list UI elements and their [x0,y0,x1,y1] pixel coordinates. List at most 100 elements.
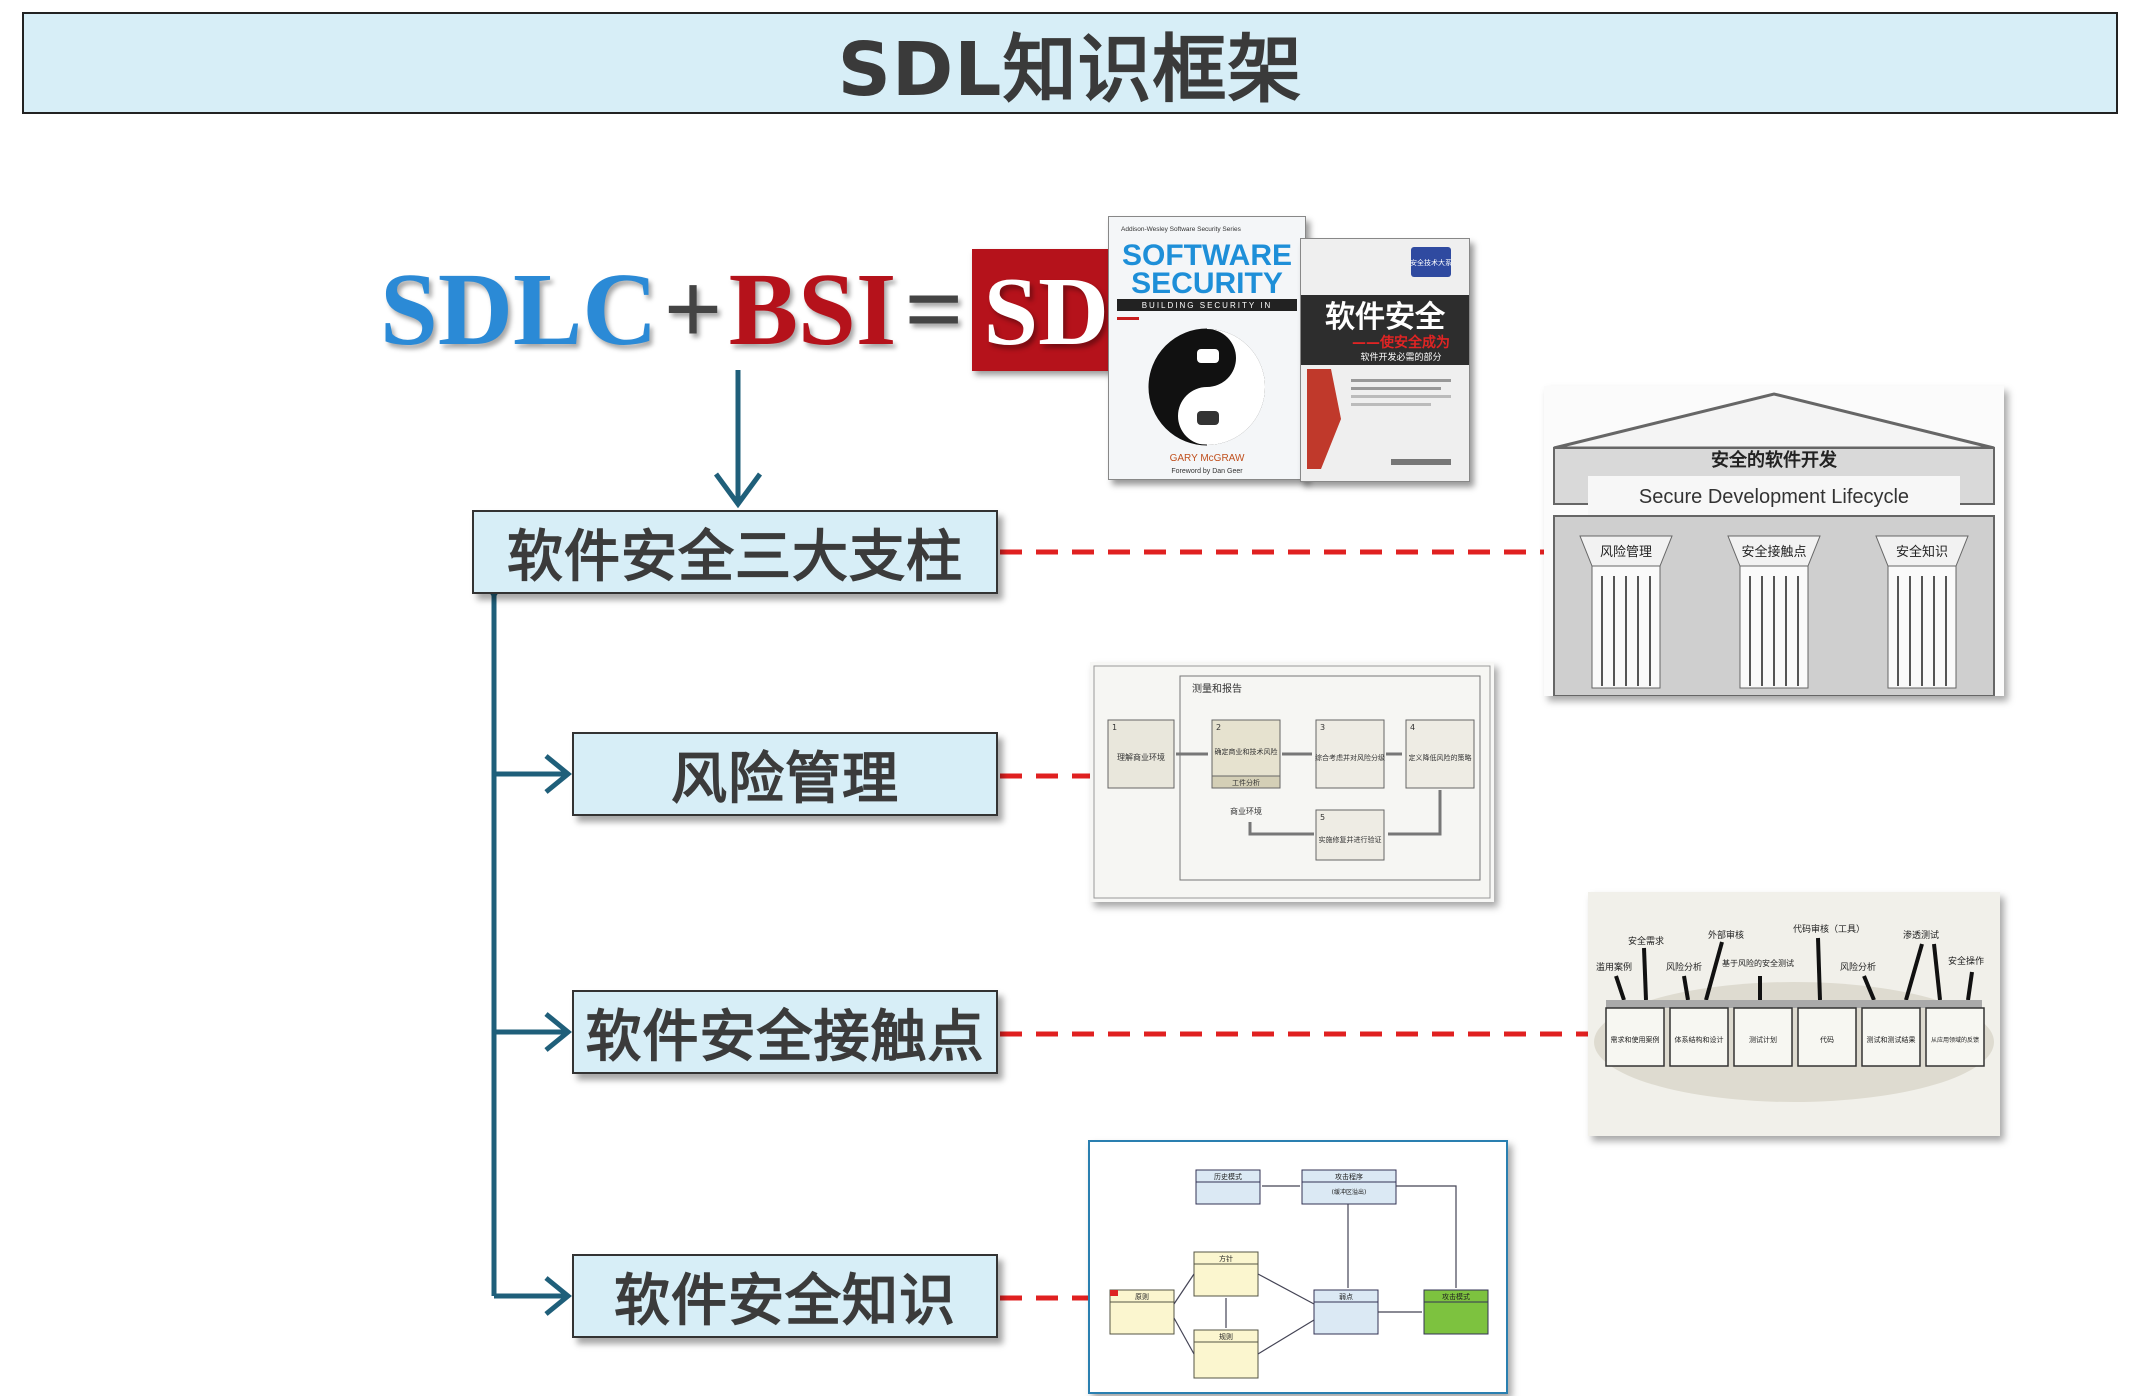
node-knowledge: 软件安全知识 [572,1254,998,1338]
know-box-principle: 原则 [1109,1289,1175,1335]
roof-title: 安全的软件开发 [1711,449,1838,471]
know-box-rule: 规则 [1193,1329,1259,1379]
risk-context-label: 商业环境 [1230,806,1262,816]
node-three-pillars: 软件安全三大支柱 [472,510,998,594]
know-box-attack-program: 攻击程序 (缓冲区溢出) [1301,1169,1397,1205]
branch-risk-head [544,754,572,794]
risk-step-3: 3 综合考虑并对风险分级 [1315,719,1385,789]
node-three-pillars-label: 软件安全三大支柱 [507,524,963,590]
svg-text:综合考虑并对风险分级: 综合考虑并对风险分级 [1315,753,1385,762]
svg-text:实施修复并进行验证: 实施修复并进行验证 [1319,835,1382,844]
pillar-label-2: 安全接触点 [1741,544,1806,560]
know-box-attack-pattern: 攻击模式 [1423,1289,1489,1335]
book-zh-badge: 安全技术大系 [1410,258,1452,267]
risk-step-1: 1 理解商业环境 [1107,719,1175,789]
pillar-col-1 [1579,535,1673,689]
roof-subtitle: Secure Development Lifecycle [1639,486,1909,508]
svg-text:方针: 方针 [1219,1254,1233,1263]
sdl-equation: SDLC + BSI = SDL [380,249,1187,371]
svg-text:(缓冲区溢出): (缓冲区溢出) [1332,1188,1367,1196]
book-en-title2: SECURITY [1131,267,1283,300]
svg-text:攻击模式: 攻击模式 [1442,1292,1470,1301]
book-en-foreword: Foreword by Dan Geer [1171,468,1243,475]
equation-bsi: BSI [728,252,897,367]
equation-sdlc: SDLC [380,252,658,367]
knowledge-art: 历史模式 攻击程序 (缓冲区溢出) 原则 方针 规则 弱点 [1109,1169,1489,1379]
node-touchpoints: 软件安全接触点 [572,990,998,1074]
pillars-illustration: 安全的软件开发 Secure Development Lifecycle 风险管… [1544,386,2004,697]
book-zh-subtitle2: 软件开发必需的部分 [1360,351,1441,363]
branch-know-head [544,1276,572,1316]
svg-text:基于风险的安全测试: 基于风险的安全测试 [1722,958,1794,968]
svg-text:风险分析: 风险分析 [1840,961,1876,973]
svg-text:5: 5 [1320,813,1325,822]
yin-yang-icon [1148,328,1265,446]
page-title: SDL知识框架 [837,26,1303,113]
risk-frame-label: 测量和报告 [1192,682,1242,695]
risk-step-2: 2 确定商业和技术风险 工件分析 [1211,719,1281,789]
pillar-label-3: 安全知识 [1896,544,1948,560]
touchpoints-illustration: 安全需求 外部审核 代码审核（工具） 渗透测试 滥用案例 风险分析 基于风险的安… [1588,892,2000,1136]
svg-text:需求和使用案例: 需求和使用案例 [1611,1035,1660,1044]
svg-text:历史模式: 历史模式 [1214,1172,1242,1181]
svg-text:代码: 代码 [1820,1035,1834,1044]
svg-text:安全操作: 安全操作 [1948,955,1984,967]
svg-text:规则: 规则 [1219,1332,1233,1341]
risk-art: 测量和报告 1 理解商业环境 2 确定商业和技术风险 工件分析 3 综合考虑并对… [1093,665,1491,899]
know-box-history: 历史模式 [1195,1169,1261,1205]
svg-text:代码审核（工具）: 代码审核（工具） [1793,923,1865,935]
svg-text:渗透测试: 渗透测试 [1903,929,1939,941]
book-en-author: GARY McGRAW [1170,453,1245,464]
pillars-art: 安全的软件开发 Secure Development Lifecycle 风险管… [1553,392,1995,697]
book-en-title1: SOFTWARE [1122,239,1292,272]
risk-step-5: 5 实施修复并进行验证 [1315,809,1385,861]
svg-text:4: 4 [1410,723,1415,732]
book-cover-zh-art: 安全技术大系 软件安全 ——使安全成为 软件开发必需的部分 [1301,239,1469,481]
svg-text:1: 1 [1112,723,1117,732]
svg-text:测试和测试结果: 测试和测试结果 [1867,1035,1916,1044]
node-risk-management: 风险管理 [572,732,998,816]
book-cover-en-art: Addison-Wesley Software Security Series … [1117,226,1297,475]
equation-equals: = [904,252,964,367]
knowledge-catalog-illustration: 历史模式 攻击程序 (缓冲区溢出) 原则 方针 规则 弱点 [1088,1140,1508,1394]
risk-management-framework-illustration: 测量和报告 1 理解商业环境 2 确定商业和技术风险 工件分析 3 综合考虑并对… [1090,662,1494,902]
pillar-label-1: 风险管理 [1600,545,1652,560]
book-en-subtitle: BUILDING SECURITY IN [1142,301,1273,310]
node-knowledge-label: 软件安全知识 [614,1268,956,1334]
equation-plus: + [663,252,723,367]
know-box-guideline: 方针 [1193,1251,1259,1297]
touch-boxes [1605,1007,1985,1067]
svg-text:理解商业环境: 理解商业环境 [1117,752,1165,762]
svg-text:风险分析: 风险分析 [1666,961,1702,973]
node-risk-management-label: 风险管理 [671,746,899,812]
svg-text:3: 3 [1320,723,1325,732]
book-zh-title: 软件安全 [1325,300,1446,335]
svg-text:滥用案例: 滥用案例 [1596,961,1632,973]
svg-text:测试计划: 测试计划 [1749,1035,1777,1044]
pillar-col-3 [1875,535,1969,689]
svg-text:确定商业和技术风险: 确定商业和技术风险 [1215,747,1278,756]
book-cover-software-security: Addison-Wesley Software Security Series … [1108,216,1306,480]
svg-text:攻击程序: 攻击程序 [1335,1172,1363,1181]
know-box-weakness: 弱点 [1313,1289,1379,1335]
book-cover-software-security-zh: 安全技术大系 软件安全 ——使安全成为 软件开发必需的部分 [1300,238,1470,482]
svg-text:弱点: 弱点 [1339,1293,1353,1301]
touchpoints-art: 安全需求 外部审核 代码审核（工具） 渗透测试 滥用案例 风险分析 基于风险的安… [1594,923,1994,1102]
pillar-col-2 [1727,535,1821,689]
equation-arrow-head [713,472,763,509]
svg-text:定义降低风险的策略: 定义降低风险的策略 [1409,753,1472,762]
svg-text:外部审核: 外部审核 [1708,929,1744,941]
risk-step-4: 4 定义降低风险的策略 [1405,719,1475,789]
svg-text:工件分析: 工件分析 [1232,778,1260,787]
svg-text:原则: 原则 [1135,1293,1149,1301]
book-zh-subtitle: ——使安全成为 [1352,334,1450,351]
svg-text:安全需求: 安全需求 [1628,935,1664,947]
svg-text:2: 2 [1216,723,1221,732]
branch-touch-head [544,1012,572,1052]
svg-text:从应用领域的反馈: 从应用领域的反馈 [1931,1036,1979,1044]
svg-text:体系结构和设计: 体系结构和设计 [1675,1035,1724,1044]
title-bar: SDL知识框架 [22,12,2118,114]
node-touchpoints-label: 软件安全接触点 [585,1004,985,1070]
book-en-series: Addison-Wesley Software Security Series [1121,226,1242,233]
